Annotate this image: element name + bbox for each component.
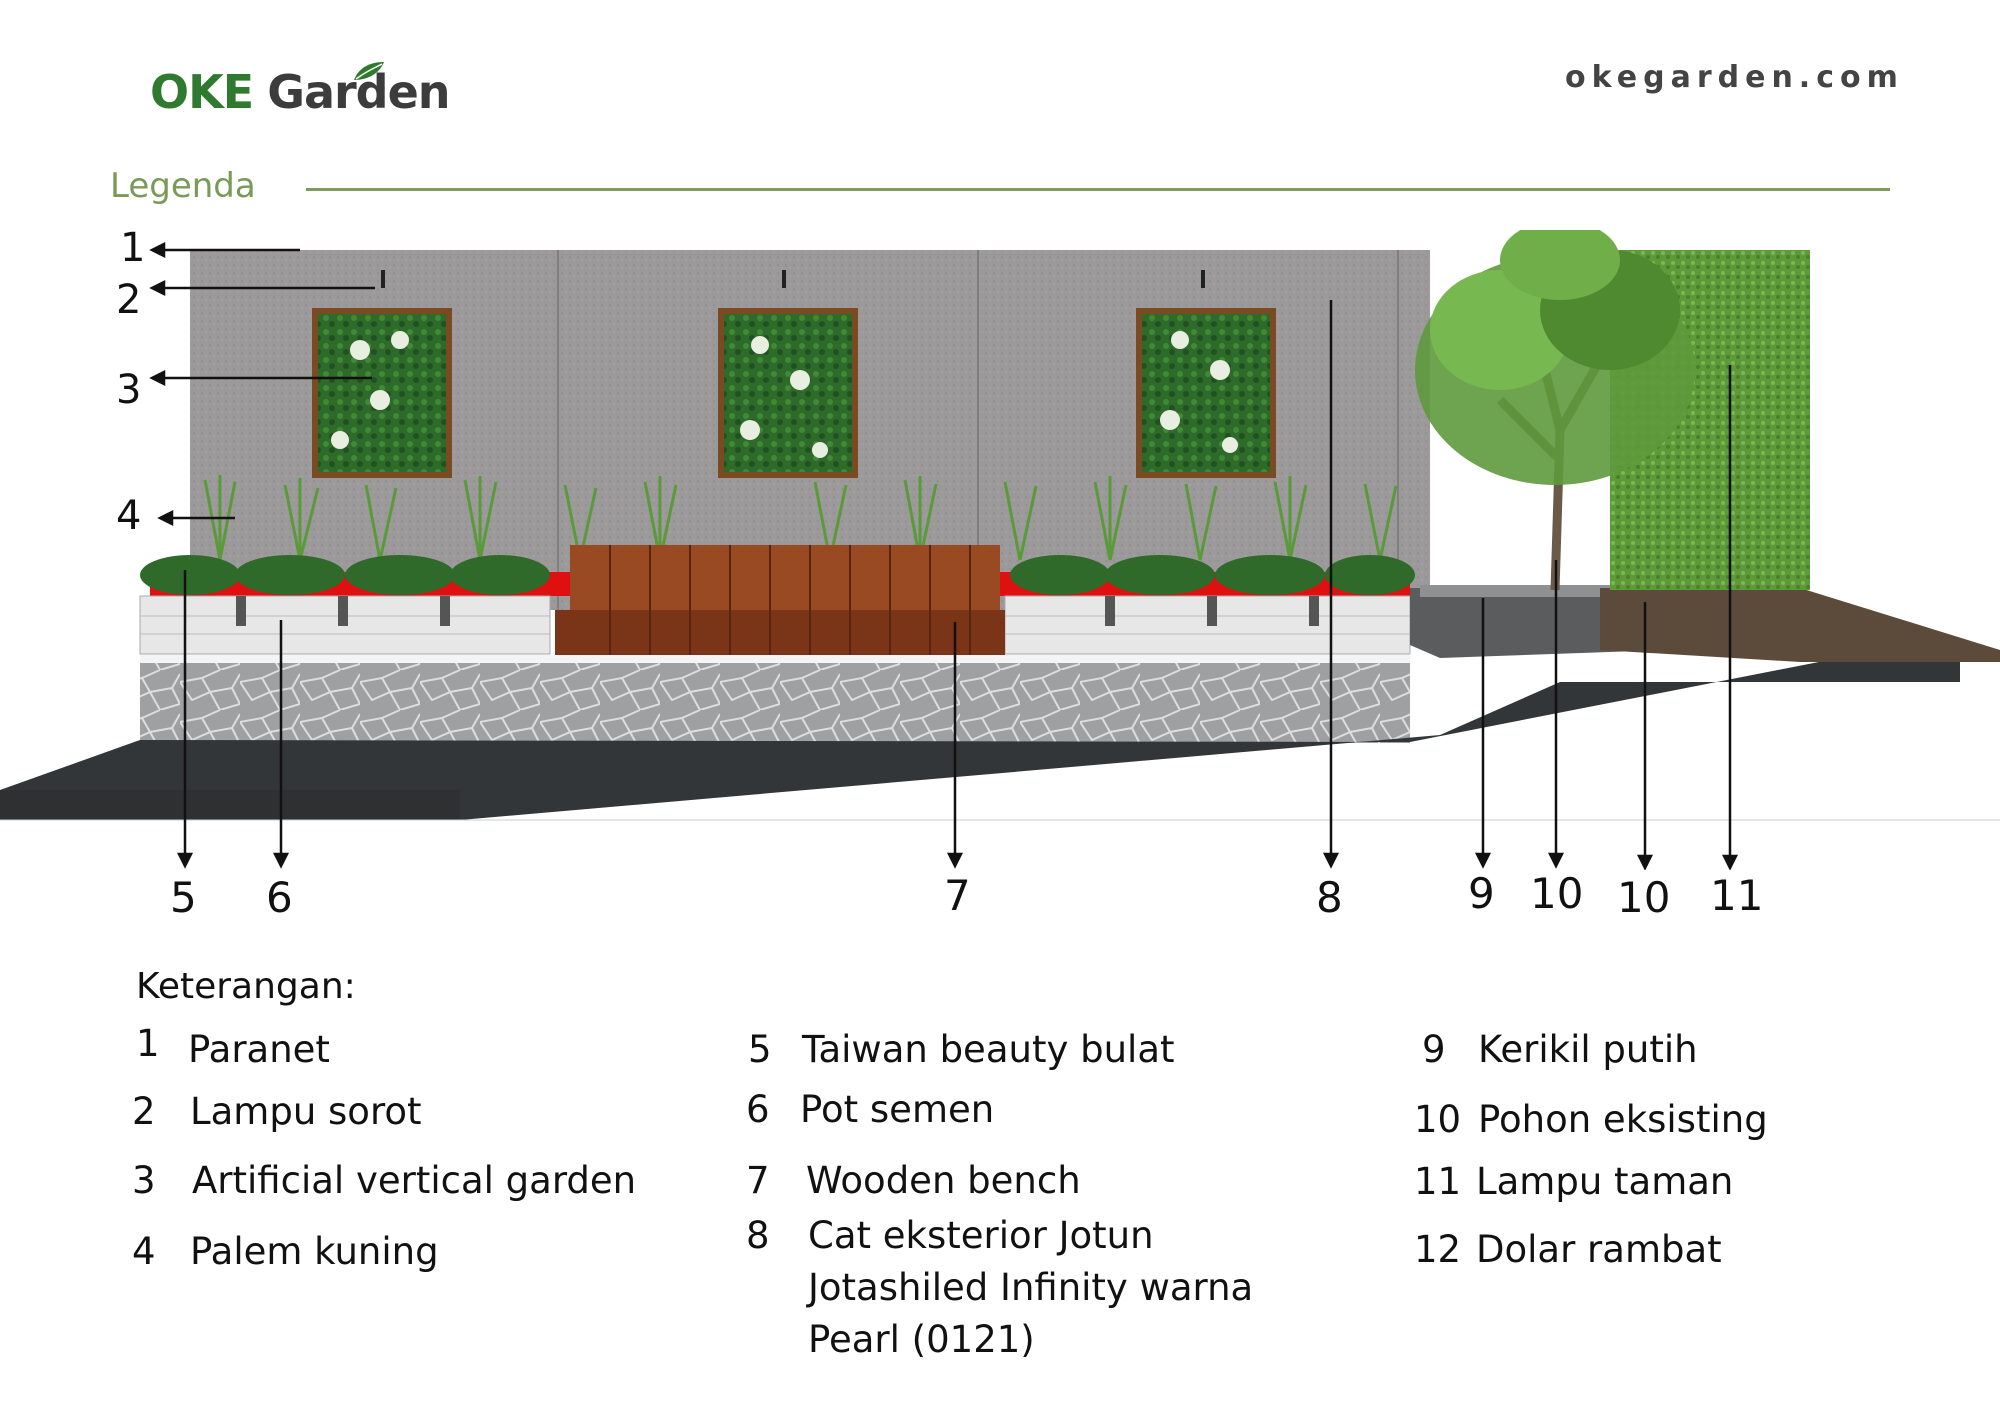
legend-item-number: 1 bbox=[136, 1022, 160, 1065]
wooden-bench bbox=[555, 545, 1005, 655]
legend-item-number: 5 bbox=[748, 1028, 772, 1071]
paving bbox=[0, 650, 1960, 820]
legend-item-9: 9 Kerikil putih bbox=[1422, 1024, 1922, 1076]
legend-item-text: Pohon eksisting bbox=[1478, 1098, 1768, 1141]
vertical-garden-2 bbox=[718, 270, 858, 478]
callout-label-7: 7 bbox=[944, 871, 971, 920]
callout-label-3: 3 bbox=[116, 367, 142, 413]
legend-item-1: 1 Paranet bbox=[136, 1018, 536, 1071]
legend-item-text: Dolar rambat bbox=[1476, 1228, 1722, 1271]
legend-item-number: 4 bbox=[132, 1230, 156, 1273]
callout-label-10b: 10 bbox=[1617, 873, 1671, 922]
legend-item-number: 2 bbox=[132, 1090, 156, 1133]
callout-label-5: 5 bbox=[170, 873, 197, 922]
callout-label-8: 8 bbox=[1316, 873, 1343, 922]
legend-item-text: Cat eksterior Jotun bbox=[808, 1214, 1154, 1257]
legend-title: Keterangan: bbox=[136, 966, 356, 1007]
legend-item-number: 12 bbox=[1414, 1228, 1462, 1271]
website-url[interactable]: okegarden.com bbox=[1565, 60, 1904, 95]
legend-item-number: 6 bbox=[746, 1088, 770, 1131]
logo-text-oke: OKE bbox=[150, 65, 254, 119]
legend-item-11: 11 Lampu taman bbox=[1414, 1156, 1934, 1208]
section-title: Legenda bbox=[110, 166, 256, 206]
garden-elevation-illustration bbox=[0, 230, 2000, 870]
callout-label-9: 9 bbox=[1468, 869, 1495, 918]
legend-item-6: 6 Pot semen bbox=[746, 1084, 1246, 1136]
callout-label-6: 6 bbox=[266, 873, 293, 922]
callout-label-10a: 10 bbox=[1530, 869, 1584, 918]
taiwan-beauty-shrubs bbox=[140, 555, 1415, 595]
callout-label-1: 1 bbox=[120, 225, 146, 271]
legend-item-number: 3 bbox=[132, 1159, 156, 1202]
callout-label-4: 4 bbox=[116, 493, 142, 539]
cement-pots bbox=[139, 595, 1411, 655]
existing-tree bbox=[1415, 230, 1695, 591]
legend-item-text: Taiwan beauty bulat bbox=[802, 1028, 1175, 1071]
legend-item-number: 9 bbox=[1422, 1028, 1446, 1071]
legend-item-text: Kerikil putih bbox=[1478, 1028, 1698, 1071]
stone-base bbox=[140, 663, 1410, 743]
legend-item-number: 7 bbox=[746, 1159, 770, 1202]
legend-item-text-line2: Jotashiled Infinity warna bbox=[808, 1266, 1254, 1309]
legend-item-text: Lampu taman bbox=[1476, 1160, 1734, 1203]
legend-item-text-line3: Pearl (0121) bbox=[808, 1318, 1035, 1361]
legend-item-4: 4 Palem kuning bbox=[132, 1226, 632, 1278]
legend-item-text: Artificial vertical garden bbox=[192, 1159, 637, 1202]
callout-label-2: 2 bbox=[116, 277, 142, 323]
legend-item-text: Pot semen bbox=[800, 1088, 995, 1131]
legend-item-text: Wooden bench bbox=[806, 1159, 1081, 1202]
leaf-icon bbox=[354, 62, 384, 80]
legend-item-8: 8 Cat eksterior Jotun Jotashiled Infinit… bbox=[746, 1210, 1306, 1366]
legend-item-2: 2 Lampu sorot bbox=[132, 1086, 632, 1138]
legend-item-10: 10 Pohon eksisting bbox=[1414, 1094, 1934, 1146]
callout-arrows bbox=[149, 241, 1739, 870]
legend-item-number: 11 bbox=[1414, 1160, 1462, 1203]
legend-item-number: 8 bbox=[746, 1214, 770, 1257]
legend-item-5: 5 Taiwan beauty bulat bbox=[748, 1024, 1308, 1076]
legend-item-3: 3 Artificial vertical garden bbox=[132, 1155, 692, 1207]
legend-item-text: Palem kuning bbox=[190, 1230, 439, 1273]
vertical-garden-3 bbox=[1136, 270, 1276, 478]
legend-item-7: 7 Wooden bench bbox=[746, 1155, 1246, 1207]
legend-item-number: 10 bbox=[1414, 1098, 1462, 1141]
wooden-deck bbox=[1600, 588, 2000, 662]
legend-item-text: Paranet bbox=[188, 1028, 330, 1071]
vertical-garden-1 bbox=[312, 270, 452, 478]
divider bbox=[306, 188, 1890, 191]
legend-item-12: 12 Dolar rambat bbox=[1414, 1224, 1934, 1276]
legend-item-text: Lampu sorot bbox=[190, 1090, 422, 1133]
callout-label-11: 11 bbox=[1710, 871, 1764, 920]
